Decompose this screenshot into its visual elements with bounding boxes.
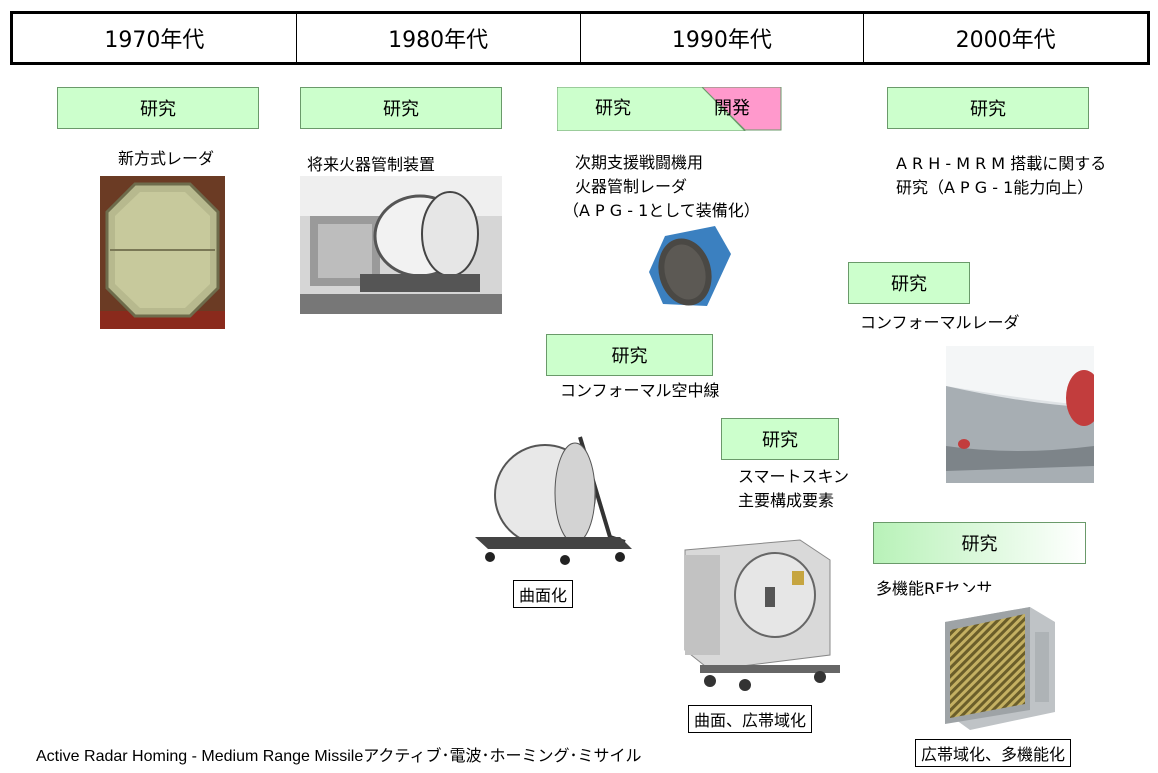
- radar-1970-photo: [100, 176, 225, 329]
- item-label-conformal-radar: コンフォーマルレーダ: [860, 313, 1020, 332]
- research-box-smart-skin: 研究: [721, 418, 839, 460]
- item-label-future-fcs: 将来火器管制装置: [307, 155, 436, 174]
- era-header: 1970年代 1980年代 1990年代 2000年代: [10, 11, 1150, 65]
- research-box-conformal-radar: 研究: [848, 262, 970, 304]
- item-label-arh-line2: 研究（A P G - 1能力向上）: [896, 178, 1094, 197]
- tag-wideband-multifunction: 広帯域化、多機能化: [915, 739, 1072, 767]
- research-box-1970s: 研究: [57, 87, 259, 129]
- research-development-box-1990s: 研究 開発: [557, 87, 782, 131]
- research-label: 研究: [140, 99, 176, 120]
- research-development-background: [557, 87, 782, 131]
- research-box-conformal-antenna: 研究: [546, 334, 713, 376]
- research-box-multi-rf: 研究: [873, 522, 1086, 564]
- era-1980s: 1980年代: [297, 14, 581, 62]
- footer-note: Active Radar Homing - Medium Range Missi…: [36, 748, 642, 765]
- item-label-conformal-antenna: コンフォーマル空中線: [560, 381, 720, 400]
- research-box-1980s: 研究: [300, 87, 502, 129]
- research-label: 研究: [891, 274, 927, 295]
- item-label-apg1-line1: 次期支援戦闘機用: [575, 153, 704, 172]
- item-label-smart-skin-line2: 主要構成要素: [738, 491, 835, 510]
- research-label: 研究: [383, 99, 419, 120]
- development-label: 開発: [714, 98, 750, 119]
- item-label-new-radar: 新方式レーダ: [118, 149, 215, 168]
- research-box-2000s: 研究: [887, 87, 1089, 129]
- era-2000s: 2000年代: [955, 28, 1056, 53]
- item-label-smart-skin-line1: スマートスキン: [738, 467, 850, 486]
- conformal-radar-photo: [946, 346, 1094, 483]
- fcs-1980-photo: [300, 176, 502, 314]
- conformal-antenna-photo: [470, 427, 635, 567]
- research-label: 研究: [762, 430, 798, 451]
- smart-skin-photo: [680, 535, 840, 693]
- era-1990s: 1990年代: [581, 14, 865, 62]
- apg1-radar-photo: [645, 224, 733, 309]
- research-label: 研究: [595, 98, 631, 119]
- research-label: 研究: [961, 534, 998, 555]
- research-label: 研究: [970, 99, 1006, 120]
- item-label-apg1-line3: （A P G - 1として装備化）: [563, 201, 760, 220]
- tag-curved: 曲面化: [513, 580, 574, 608]
- item-label-apg1-line2: 火器管制レーダ: [575, 177, 688, 196]
- research-label: 研究: [611, 346, 648, 367]
- multi-rf-sensor-photo: [935, 592, 1059, 734]
- item-label-arh-line1: A R H - M R M 搭載に関する: [896, 154, 1107, 173]
- era-1970s: 1970年代: [13, 14, 297, 62]
- tag-curved-wideband: 曲面、広帯域化: [688, 705, 813, 733]
